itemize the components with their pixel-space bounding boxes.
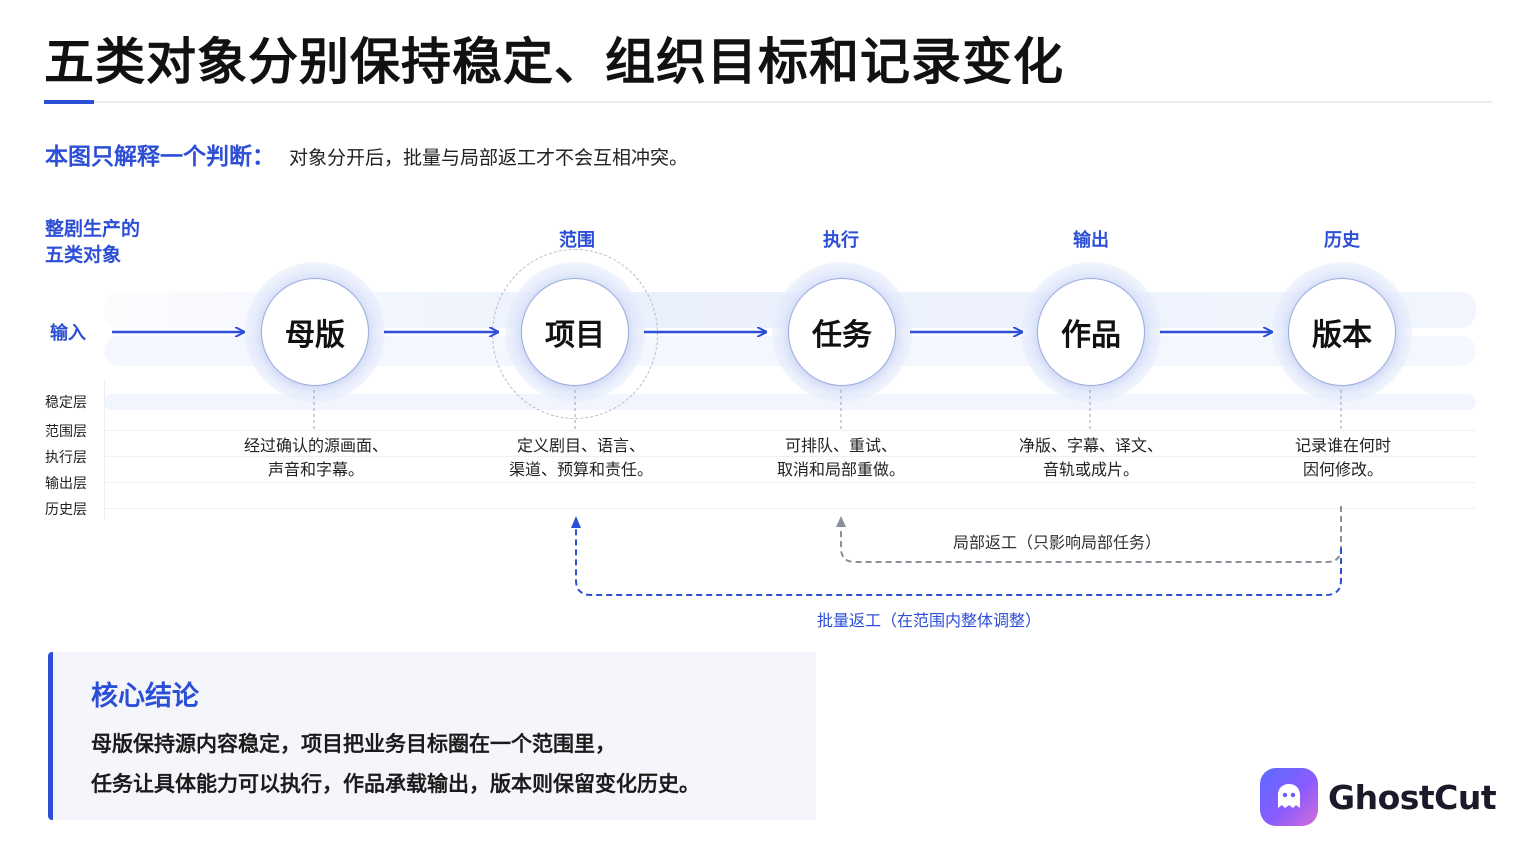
node-work: 作品 <box>1037 278 1145 386</box>
desc-master: 经过确认的源画面、 声音和字幕。 <box>243 436 388 479</box>
input-label: 输入 <box>50 323 86 344</box>
desc-work: 净版、字幕、译文、 音轨或成片。 <box>1018 436 1163 479</box>
summary-callout: 核心结论 母版保持源内容稳定，项目把业务目标圈在一个范围里， 任务让具体能力可以… <box>48 652 816 820</box>
stage-label-output: 输出 <box>1073 230 1109 251</box>
page-title: 五类对象分别保持稳定、组织目标和记录变化 <box>44 32 1064 91</box>
judgement-body: 对象分开后，批量与局部返工才不会互相冲突。 <box>289 147 689 169</box>
title-accent-bar <box>44 100 94 104</box>
ghost-logo-icon <box>1260 768 1318 826</box>
judgement-lead: 本图只解释一个判断： <box>45 144 275 170</box>
summary-line-1: 母版保持源内容稳定，项目把业务目标圈在一个范围里， <box>91 732 616 756</box>
loop-batch-arrowhead <box>571 516 581 528</box>
layer-line-execution <box>104 456 1476 457</box>
desc-version: 记录谁在何时 因何修改。 <box>1294 436 1391 479</box>
brand-mark: GhostCut <box>1260 768 1497 826</box>
layer-label-execution: 执行层 <box>45 450 87 466</box>
stable-band <box>104 394 1476 410</box>
layer-label-scope: 范围层 <box>45 424 87 440</box>
layer-line-scope <box>104 430 1476 431</box>
loop-local-label: 局部返工（只影响局部任务） <box>953 533 1162 552</box>
loop-local-path <box>840 506 1342 563</box>
summary-title: 核心结论 <box>91 681 199 712</box>
node-task: 任务 <box>788 278 896 386</box>
stage-label-history: 历史 <box>1324 230 1360 251</box>
loop-batch-path <box>575 527 1342 596</box>
left-heading-line-1: 整剧生产的 <box>45 218 141 240</box>
layer-label-output: 输出层 <box>45 476 87 492</box>
layer-line-history <box>104 508 1476 509</box>
summary-line-2: 任务让具体能力可以执行，作品承载输出，版本则保留变化历史。 <box>91 772 700 796</box>
layer-line-output <box>104 482 1476 483</box>
node-project: 项目 <box>521 278 629 386</box>
loop-batch-label: 批量返工（在范围内整体调整） <box>817 611 1042 630</box>
desc-project: 定义剧目、语言、 渠道、预算和责任。 <box>508 436 653 479</box>
left-heading: 整剧生产的 五类对象 <box>45 216 140 268</box>
brand-name: GhostCut <box>1328 777 1497 817</box>
desc-task: 可排队、重试、 取消和局部重做。 <box>776 436 905 479</box>
node-master: 母版 <box>261 278 369 386</box>
stage-label-scope: 范围 <box>559 230 595 251</box>
layer-divider <box>104 380 105 520</box>
layer-label-history: 历史层 <box>45 502 87 518</box>
left-heading-line-2: 五类对象 <box>45 244 122 266</box>
judgement-line: 本图只解释一个判断： 对象分开后，批量与局部返工才不会互相冲突。 <box>45 137 688 171</box>
node-version: 版本 <box>1288 278 1396 386</box>
stage-label-execute: 执行 <box>823 230 859 251</box>
title-divider <box>44 101 1492 103</box>
loop-local-arrowhead <box>836 516 846 527</box>
layer-label-stable: 稳定层 <box>45 395 87 411</box>
